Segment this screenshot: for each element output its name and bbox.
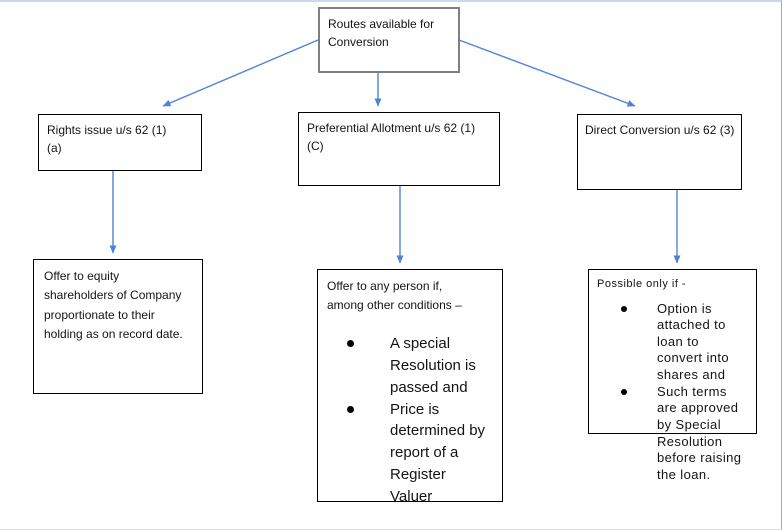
bullet-icon xyxy=(347,340,354,348)
list-item: Price is determined by report of a Regis… xyxy=(327,399,493,508)
bullet-icon xyxy=(347,405,354,413)
node-detail-rights-issue-text: Offer to equity shareholders of Company … xyxy=(44,269,183,342)
bullet-icon xyxy=(621,305,627,312)
arrow-root-to-rights xyxy=(162,39,319,107)
node-detail-preferential-intro: Offer to any person if, among other cond… xyxy=(327,279,462,313)
bullet-icon xyxy=(621,388,627,395)
node-branch-rights-issue-label: Rights issue u/s 62 (1) (a) xyxy=(47,123,167,155)
list-item-text: Price is determined by report of a Regis… xyxy=(390,400,486,505)
node-branch-direct-conversion: Direct Conversion u/s 62 (3) xyxy=(577,114,742,190)
node-detail-direct-conversion: Possible only if - Option is attached to… xyxy=(588,269,757,482)
list-item-text: Such terms are approved by Special Resol… xyxy=(657,383,742,482)
node-branch-preferential-allotment-label: Preferential Allotment u/s 62 (1)(C) xyxy=(307,121,476,153)
list-item-text: Option is attached to loan to convert in… xyxy=(657,300,730,383)
list-item: Such terms are approved by Special Resol… xyxy=(597,384,748,484)
node-detail-preferential-allotment: Offer to any person if, among other cond… xyxy=(317,269,503,505)
node-detail-direct-intro: Possible only if - xyxy=(597,278,687,290)
node-detail-rights-issue: Offer to equity shareholders of Company … xyxy=(33,259,203,394)
node-root: Routes available for Conversion xyxy=(318,7,460,73)
node-branch-rights-issue: Rights issue u/s 62 (1) (a) xyxy=(38,114,202,171)
direct-conversion-conditions-list: Option is attached to loan to convert in… xyxy=(597,301,748,484)
list-item: A special Resolution is passed and xyxy=(327,333,493,398)
list-item-text: A special Resolution is passed and xyxy=(390,335,476,396)
node-root-label: Routes available for Conversion xyxy=(328,17,435,49)
preferential-conditions-list: A special Resolution is passed and Price… xyxy=(327,333,493,507)
node-branch-preferential-allotment: Preferential Allotment u/s 62 (1)(C) xyxy=(298,112,500,186)
node-branch-direct-conversion-label: Direct Conversion u/s 62 (3) xyxy=(585,123,735,137)
arrow-root-to-direct xyxy=(458,39,636,107)
list-item: Option is attached to loan to convert in… xyxy=(597,301,748,384)
